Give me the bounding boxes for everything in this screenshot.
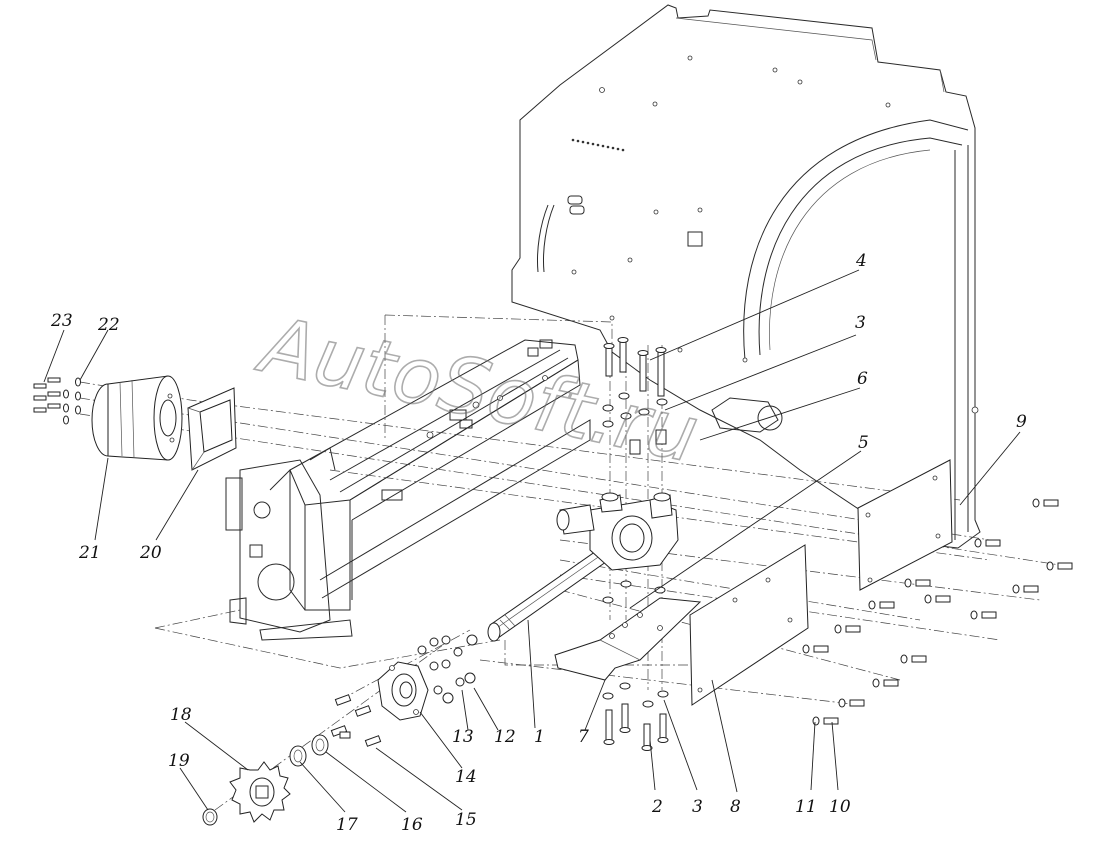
vertical-bolts-top (602, 337, 668, 455)
callout-labels: 1 2 3 3 4 5 6 7 8 9 10 11 12 13 14 15 16… (50, 251, 1027, 835)
callout-21: 21 (78, 543, 101, 563)
sprocket-18 (229, 761, 291, 823)
callout-17: 17 (336, 815, 358, 835)
callout-8: 8 (730, 797, 741, 817)
callout-10: 10 (829, 797, 851, 817)
cover-20 (187, 387, 237, 471)
watermark-text: AutoSoft.ru (249, 300, 706, 481)
callout-6: 6 (857, 369, 868, 389)
ring-19 (202, 808, 218, 826)
callout-4: 4 (855, 251, 867, 271)
callout-1: 1 (534, 727, 545, 747)
callout-22: 22 (97, 315, 120, 335)
bolts-15 (330, 694, 382, 747)
nuts-12 (442, 634, 478, 704)
callout-3-bottom: 3 (692, 797, 703, 817)
bearing-housing (556, 492, 679, 571)
drum-21 (91, 375, 183, 461)
washers-16-17 (289, 734, 329, 767)
callout-14: 14 (455, 767, 477, 787)
callout-7: 7 (578, 727, 589, 747)
plate-9 (857, 459, 953, 591)
callout-20: 20 (139, 543, 162, 563)
washers-22 (63, 377, 81, 425)
callout-19: 19 (168, 751, 190, 771)
watermark: AutoSoft.ru (248, 299, 706, 482)
callout-9: 9 (1016, 412, 1027, 432)
callout-16: 16 (401, 815, 423, 835)
callout-5: 5 (858, 433, 869, 453)
frame-assembly (225, 339, 591, 641)
callout-3-top: 3 (855, 313, 866, 333)
panel-hole-row (571, 138, 625, 152)
callout-15: 15 (455, 810, 477, 830)
leader-lines (43, 269, 1021, 813)
callout-23: 23 (50, 311, 73, 331)
side-bolts-right (802, 498, 1073, 726)
nuts-13 (417, 635, 465, 695)
small-bolts-23 (33, 377, 61, 413)
flange-14 (377, 661, 429, 721)
plate-7 (554, 597, 702, 681)
callout-11: 11 (795, 797, 817, 817)
callout-12: 12 (494, 727, 516, 747)
callout-13: 13 (452, 727, 474, 747)
plate-8 (689, 544, 809, 706)
callout-2: 2 (651, 797, 663, 817)
callout-18: 18 (170, 705, 192, 725)
vertical-bolts-bottom (602, 580, 669, 751)
side-panel-housing (511, 4, 981, 549)
